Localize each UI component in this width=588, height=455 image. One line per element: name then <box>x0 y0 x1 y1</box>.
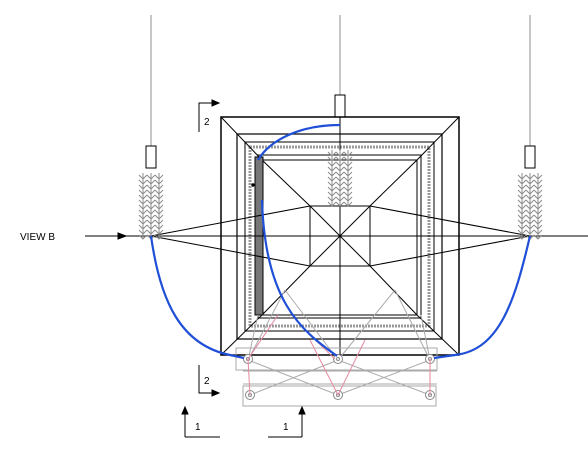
insulator-icon <box>138 173 148 240</box>
insulator-icon <box>154 173 164 240</box>
insulator-icon <box>533 173 543 240</box>
section-2-top-label: 2 <box>204 117 210 128</box>
upper-bus-rail <box>235 347 438 371</box>
section-1-left-label: 1 <box>195 422 201 433</box>
blue-cables <box>149 123 532 360</box>
cable-left <box>149 235 245 360</box>
section-arrow-2-bottom <box>198 365 221 397</box>
cable-top <box>257 123 341 161</box>
view-b-section-line <box>85 205 588 267</box>
insulator-icon <box>335 150 345 207</box>
connector-left <box>145 145 157 169</box>
view-b-label: VIEW B <box>20 232 55 243</box>
suspension-lines <box>150 15 531 146</box>
section-arrow-2-top <box>198 99 221 132</box>
insulator-icon <box>146 173 156 240</box>
insulator-icon <box>525 173 535 240</box>
section-2-bottom-label: 2 <box>204 376 210 387</box>
cable-right <box>433 235 532 360</box>
connector-right <box>524 145 536 169</box>
section-arrow-1-right <box>268 405 306 438</box>
insulator-stacks <box>138 150 543 240</box>
section-1-right-label: 1 <box>283 422 289 433</box>
insulator-icon <box>343 150 353 207</box>
section-arrow-1-left <box>181 405 220 438</box>
insulator-icon <box>517 173 527 240</box>
insulator-icon <box>327 150 337 207</box>
cable-center <box>260 199 338 357</box>
connector-center <box>334 94 346 118</box>
bus-structure <box>235 289 438 407</box>
lower-bus-rail <box>242 385 437 407</box>
